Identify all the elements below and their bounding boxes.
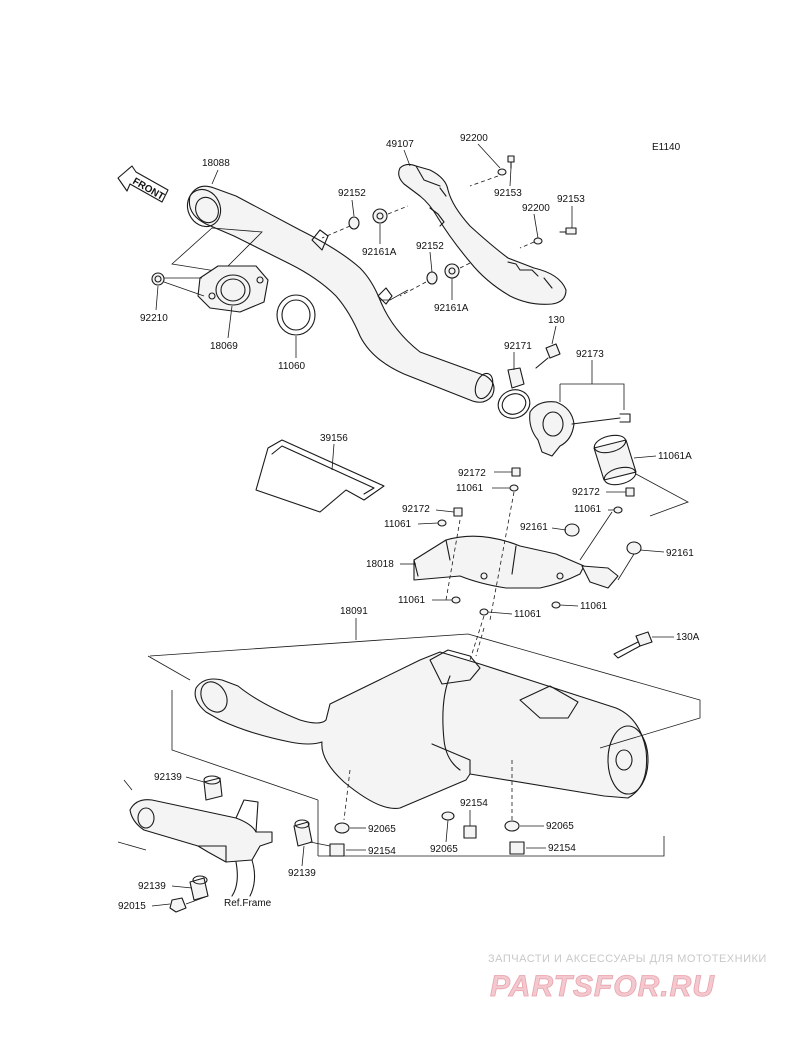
washer-92200-upper[interactable]: [497, 168, 507, 176]
rubber-mount-92139-top[interactable]: [203, 775, 223, 801]
label-92171: 92171: [504, 341, 532, 352]
grommet-92161a-upper[interactable]: [372, 208, 388, 224]
heat-shield-18018[interactable]: [413, 535, 619, 589]
bolt-92172-right[interactable]: [625, 487, 635, 497]
label-92210: 92210: [140, 313, 168, 324]
collar-92152-lower[interactable]: [426, 271, 438, 285]
exhaust-flange-18069[interactable]: [197, 265, 269, 313]
sleeve-11061a[interactable]: [593, 432, 638, 487]
nut-92015[interactable]: [169, 897, 187, 913]
label-92200-upper: 92200: [460, 133, 488, 144]
label-92154-center: 92154: [460, 798, 488, 809]
label-11061-lower-right: 11061: [580, 601, 608, 612]
label-92200-lower: 92200: [522, 203, 550, 214]
label-11061-lower-left: 11061: [398, 595, 426, 606]
bolt-130[interactable]: [535, 343, 561, 369]
bolt-92153-upper[interactable]: [507, 155, 515, 169]
label-18088: 18088: [202, 158, 230, 169]
gasket-11060[interactable]: [276, 294, 316, 336]
label-92139-top: 92139: [154, 772, 182, 783]
header-pipe-18088[interactable]: [181, 184, 495, 403]
washer-11061-lower-left[interactable]: [451, 596, 461, 604]
label-11061-lower-center: 11061: [514, 609, 542, 620]
label-92172-left: 92172: [402, 504, 430, 515]
watermark-tagline: ЗАПЧАСТИ И АКСЕССУАРЫ ДЛЯ МОТОТЕХНИКИ: [488, 953, 767, 965]
bolt-92154-right[interactable]: [509, 841, 525, 855]
label-92161-right: 92161: [666, 548, 694, 559]
bolt-92153-lower[interactable]: [559, 227, 577, 235]
label-49107: 49107: [386, 139, 414, 150]
part-labels: 18088 49107 92200 92153 92152 92161A 922…: [118, 133, 700, 912]
diagram-code: E1140: [652, 142, 681, 153]
front-label: FRONT: [131, 176, 166, 203]
washer-11061-left[interactable]: [437, 519, 447, 527]
washer-92065-right[interactable]: [504, 820, 520, 832]
label-92154-right: 92154: [548, 843, 576, 854]
label-92152-lower: 92152: [416, 241, 444, 252]
label-92173: 92173: [576, 349, 604, 360]
label-130: 130: [548, 315, 565, 326]
label-18018: 18018: [366, 559, 394, 570]
heat-guard-49107[interactable]: [398, 163, 567, 305]
grommet-92161a-lower[interactable]: [444, 263, 460, 279]
rubber-mount-92139-right[interactable]: [293, 819, 313, 847]
collar-92152-upper[interactable]: [348, 216, 360, 230]
label-92161a-lower: 92161A: [434, 303, 469, 314]
bolt-92154-center[interactable]: [463, 825, 477, 839]
bolt-92172-left[interactable]: [453, 507, 463, 517]
label-18091: 18091: [340, 606, 368, 617]
muffler-18091[interactable]: [194, 649, 649, 810]
label-11061a: 11061A: [658, 451, 692, 462]
watermark-brand: PARTSFOR.RU: [490, 970, 715, 1003]
label-92153-upper: 92153: [494, 188, 522, 199]
washer-92065-center[interactable]: [441, 811, 455, 821]
label-11061-top: 11061: [456, 483, 484, 494]
label-92161a-upper: 92161A: [362, 247, 397, 258]
grommet-92161-center[interactable]: [564, 523, 580, 537]
label-11061-left: 11061: [384, 519, 412, 530]
washer-11061-top[interactable]: [509, 484, 519, 492]
front-arrow-icon: FRONT: [117, 165, 169, 203]
label-11060: 11060: [278, 361, 306, 372]
bolt-92172-top[interactable]: [511, 467, 521, 477]
watermark: ЗАПЧАСТИ И АКСЕССУАРЫ ДЛЯ МОТОТЕХНИКИ PA…: [488, 953, 767, 1003]
nut-92210[interactable]: [151, 272, 165, 286]
label-92015: 92015: [118, 901, 146, 912]
frame-bracket: [129, 799, 273, 897]
ref-frame-label: Ref.Frame: [224, 898, 272, 909]
label-92065-left: 92065: [368, 824, 396, 835]
washer-92065-left[interactable]: [334, 822, 350, 834]
grommet-92161-right[interactable]: [626, 541, 642, 555]
label-92139-bottom: 92139: [138, 881, 166, 892]
label-11061-right: 11061: [574, 504, 602, 515]
washer-11061-lower-center[interactable]: [479, 608, 489, 616]
label-92152-upper: 92152: [338, 188, 366, 199]
label-92153-lower: 92153: [557, 194, 585, 205]
label-92065-center: 92065: [430, 844, 458, 855]
label-92154-left: 92154: [368, 846, 396, 857]
label-92172-right: 92172: [572, 487, 600, 498]
label-92161-center: 92161: [520, 522, 548, 533]
rubber-mount-92139-bottom[interactable]: [189, 875, 209, 901]
label-130a: 130A: [676, 632, 700, 643]
washer-11061-lower-right[interactable]: [551, 601, 561, 609]
label-92065-right: 92065: [546, 821, 574, 832]
washer-11061-right[interactable]: [613, 506, 623, 514]
label-92172-top: 92172: [458, 468, 486, 479]
label-39156: 39156: [320, 433, 348, 444]
washer-92200-lower[interactable]: [533, 237, 543, 245]
bolt-130a[interactable]: [613, 631, 653, 659]
clamp-92173[interactable]: [529, 401, 631, 457]
clamp-92171[interactable]: [494, 367, 534, 423]
cover-plate-39156[interactable]: [255, 439, 385, 513]
label-92139-right: 92139: [288, 868, 316, 879]
bolt-92154-left[interactable]: [329, 843, 345, 857]
label-18069: 18069: [210, 341, 238, 352]
